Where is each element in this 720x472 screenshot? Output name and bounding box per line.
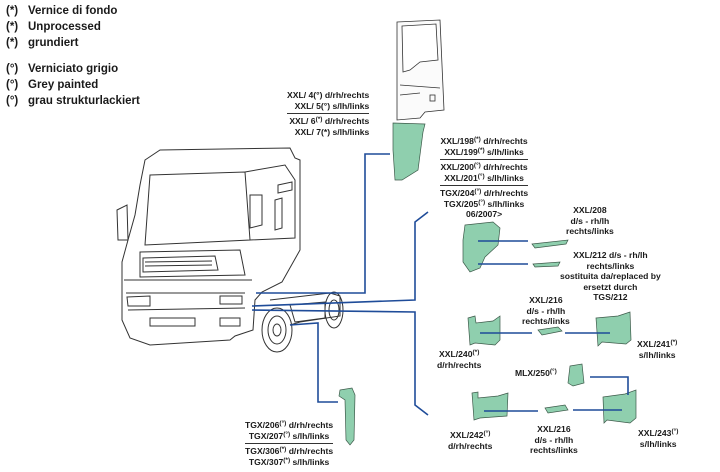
door-step-part — [392, 122, 426, 181]
xxl216-bottom-part — [544, 404, 569, 414]
xxl212-part — [532, 261, 561, 268]
paint-legend: (*)Vernice di fondo (*)Unprocessed (*)gr… — [6, 3, 140, 109]
label-side-step: XXL/198(*) d/rh/rechts XXL/199(*) s/lh/l… — [440, 136, 529, 219]
xxl208-part — [531, 239, 569, 249]
xxl240-part — [467, 315, 501, 346]
label-xxl241: XXL/241(*) s/lh/links — [637, 339, 678, 360]
legend-item: (°)grau strukturlackiert — [6, 95, 140, 107]
truck-illustration — [116, 147, 344, 353]
label-xxl242: XXL/242(°) d/rh/rechts — [448, 430, 493, 451]
divider — [440, 159, 529, 160]
legend-item: (*)grundiert — [6, 37, 79, 49]
label-xxl212: XXL/212 d/s - rh/lh rechts/links sostitu… — [560, 250, 661, 302]
label-xxl216-bottom: XXL/216 d/s - rh/lh rechts/links — [530, 424, 578, 455]
legend-item: (°)Verniciato grigio — [6, 63, 119, 75]
divider — [245, 443, 334, 444]
divider — [440, 185, 529, 186]
label-xxl240: XXL/240(*) d/rh/rechts — [437, 349, 482, 370]
mudguard-part — [338, 387, 356, 446]
label-door-step: XXL/ 4(°) d/rh/rechts XXL/ 5(°) s/lh/lin… — [287, 90, 370, 137]
legend-item: (*)Vernice di fondo — [6, 5, 118, 17]
xxl242-part — [471, 391, 509, 421]
leader-door-step — [256, 153, 390, 294]
leader-mlx250 — [590, 376, 629, 395]
leader-side-step — [251, 211, 429, 307]
label-mlx250: MLX/250(°) — [515, 368, 557, 378]
door-illustration — [396, 19, 445, 121]
leader-lower-steps — [251, 309, 429, 416]
label-xxl216-top: XXL/216 d/s - rh/lh rechts/links — [522, 295, 570, 326]
label-xxl208: XXL/208 d/s - rh/lh rechts/links — [566, 205, 614, 236]
xxl241-part — [595, 311, 632, 347]
leader-lines — [251, 153, 629, 416]
side-step-part — [462, 221, 501, 273]
legend-item: (*)Unprocessed — [6, 21, 101, 33]
leader-mudguard — [289, 322, 338, 403]
mlx250-part — [567, 363, 585, 387]
legend-item: (°)Grey painted — [6, 79, 99, 91]
label-xxl243: XXL/243(°) s/lh/links — [638, 428, 679, 449]
xxl243-part — [602, 389, 637, 424]
xxl216-top-part — [537, 326, 563, 336]
divider — [287, 113, 370, 114]
label-mudguard: TGX/206(°) d/rh/rechts TGX/207(°) s/lh/l… — [245, 420, 334, 467]
